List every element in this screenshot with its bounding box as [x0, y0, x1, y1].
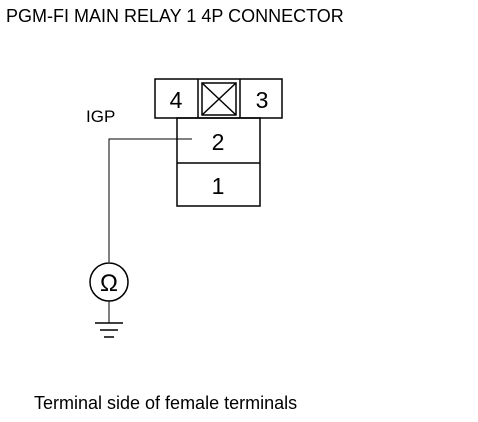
test-lead-wire: [108, 138, 192, 262]
diagram-title: PGM-FI MAIN RELAY 1 4P CONNECTOR: [6, 6, 344, 26]
diagram-caption: Terminal side of female terminals: [34, 393, 298, 413]
pin-3-label: 3: [256, 87, 269, 113]
ground-icon: [95, 322, 123, 338]
ohm-symbol: Ω: [100, 270, 118, 297]
connector-lower-body: [176, 117, 261, 207]
x-box-icon: [201, 82, 237, 116]
pin-4-label: 4: [170, 87, 183, 113]
wire-label-igp: IGP: [86, 107, 115, 126]
connector-outline-bottom: [176, 117, 261, 207]
ohmmeter-icon: Ω: [89, 262, 129, 302]
pin-1-label: 1: [212, 173, 225, 199]
pin-2-label: 2: [212, 129, 225, 155]
